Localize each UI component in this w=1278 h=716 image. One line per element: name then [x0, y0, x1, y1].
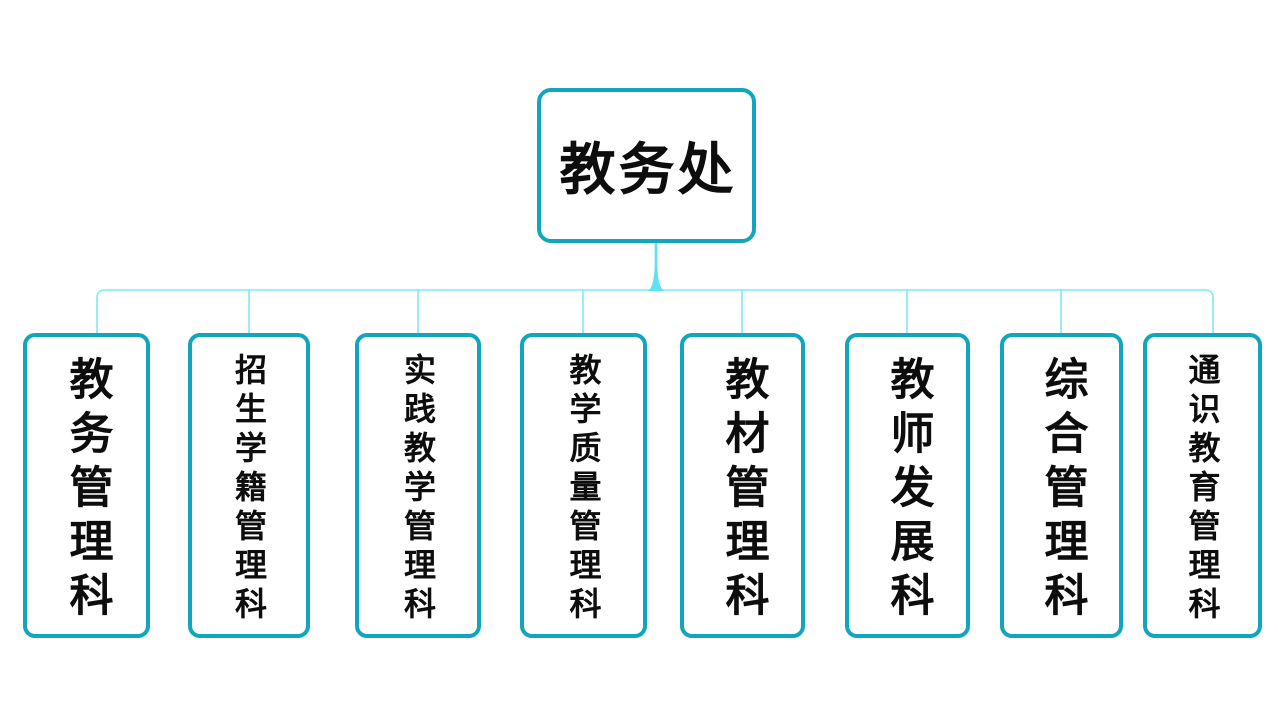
dept-label: 实践教学管理科 — [400, 352, 436, 626]
connector-trunk — [648, 243, 664, 291]
dept-label: 通识教育管理科 — [1184, 352, 1221, 626]
org-node-dept-8: 通识教育管理科 — [1143, 333, 1262, 638]
org-node-dept-3: 实践教学管理科 — [355, 333, 481, 638]
dept-label: 综合管理科 — [1037, 355, 1087, 626]
dept-label: 教务管理科 — [62, 355, 112, 626]
org-node-root: 教务处 — [537, 88, 756, 243]
org-node-dept-5: 教材管理科 — [680, 333, 805, 638]
connector-drops — [248, 290, 1062, 333]
connector-bus — [96, 289, 1214, 333]
dept-label: 教材管理科 — [718, 355, 768, 626]
org-node-dept-6: 教师发展科 — [845, 333, 970, 638]
dept-label: 招生学籍管理科 — [231, 352, 267, 626]
org-node-dept-2: 招生学籍管理科 — [188, 333, 310, 638]
org-node-dept-1: 教务管理科 — [23, 333, 150, 638]
org-node-dept-7: 综合管理科 — [1000, 333, 1123, 638]
dept-label: 教师发展科 — [883, 355, 933, 626]
org-node-dept-4: 教学质量管理科 — [520, 333, 647, 638]
dept-label: 教学质量管理科 — [565, 352, 602, 626]
root-label: 教务处 — [559, 140, 737, 202]
